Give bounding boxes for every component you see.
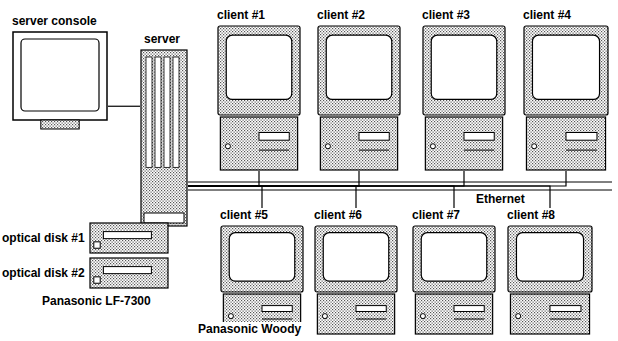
network-cable (188, 171, 259, 186)
network-cable (188, 171, 359, 186)
ethernet-strand (188, 190, 612, 191)
optical-disk-drive (89, 222, 169, 254)
network-cable (188, 186, 454, 208)
network-cable (188, 171, 464, 186)
network-cable (108, 106, 140, 107)
ethernet-strand (188, 182, 612, 183)
client-workstation (422, 25, 506, 171)
client-workstation (314, 225, 398, 335)
client-workstation (523, 25, 609, 171)
console-station: server console (12, 14, 108, 131)
client-box: client #6 (314, 208, 398, 335)
node-label: server (144, 32, 188, 46)
client-box: client #3 (422, 8, 506, 171)
client-workstation (217, 25, 301, 171)
network-cable (188, 171, 566, 186)
server-box: server (140, 32, 188, 227)
node-label: client #8 (507, 208, 593, 222)
network-cable (188, 186, 550, 208)
disk-box: optical disk #2 (2, 257, 169, 289)
node-label: server console (12, 14, 108, 28)
client-box: client #1 (217, 8, 301, 171)
node-label: client #5 (220, 208, 304, 222)
node-label: optical disk #2 (2, 266, 85, 280)
client-box: client #2 (317, 8, 401, 171)
optical-disk-drive (89, 257, 169, 289)
network-cable (188, 186, 262, 208)
model-label: Panasonic LF-7300 (40, 294, 153, 308)
network-label: Ethernet (474, 192, 527, 206)
client-workstation (412, 225, 496, 335)
client-box: client #8 (507, 208, 593, 335)
node-label: client #1 (217, 8, 301, 22)
disk-box: optical disk #1 (2, 222, 169, 254)
network-cable (188, 186, 356, 208)
node-label: client #7 (412, 208, 496, 222)
client-workstation (220, 225, 304, 335)
client-workstation (317, 25, 401, 171)
client-box: client #7 (412, 208, 496, 335)
node-label: client #3 (422, 8, 506, 22)
server-tower (140, 49, 188, 227)
node-label: client #4 (523, 8, 609, 22)
client-workstation (507, 225, 593, 335)
client-box: client #4 (523, 8, 609, 171)
node-label: optical disk #1 (2, 231, 85, 245)
node-label: client #6 (314, 208, 398, 222)
client-box: client #5 (220, 208, 304, 335)
node-label: client #2 (317, 8, 401, 22)
console-monitor (12, 31, 108, 131)
model-label: Panasonic Woody (196, 322, 303, 336)
